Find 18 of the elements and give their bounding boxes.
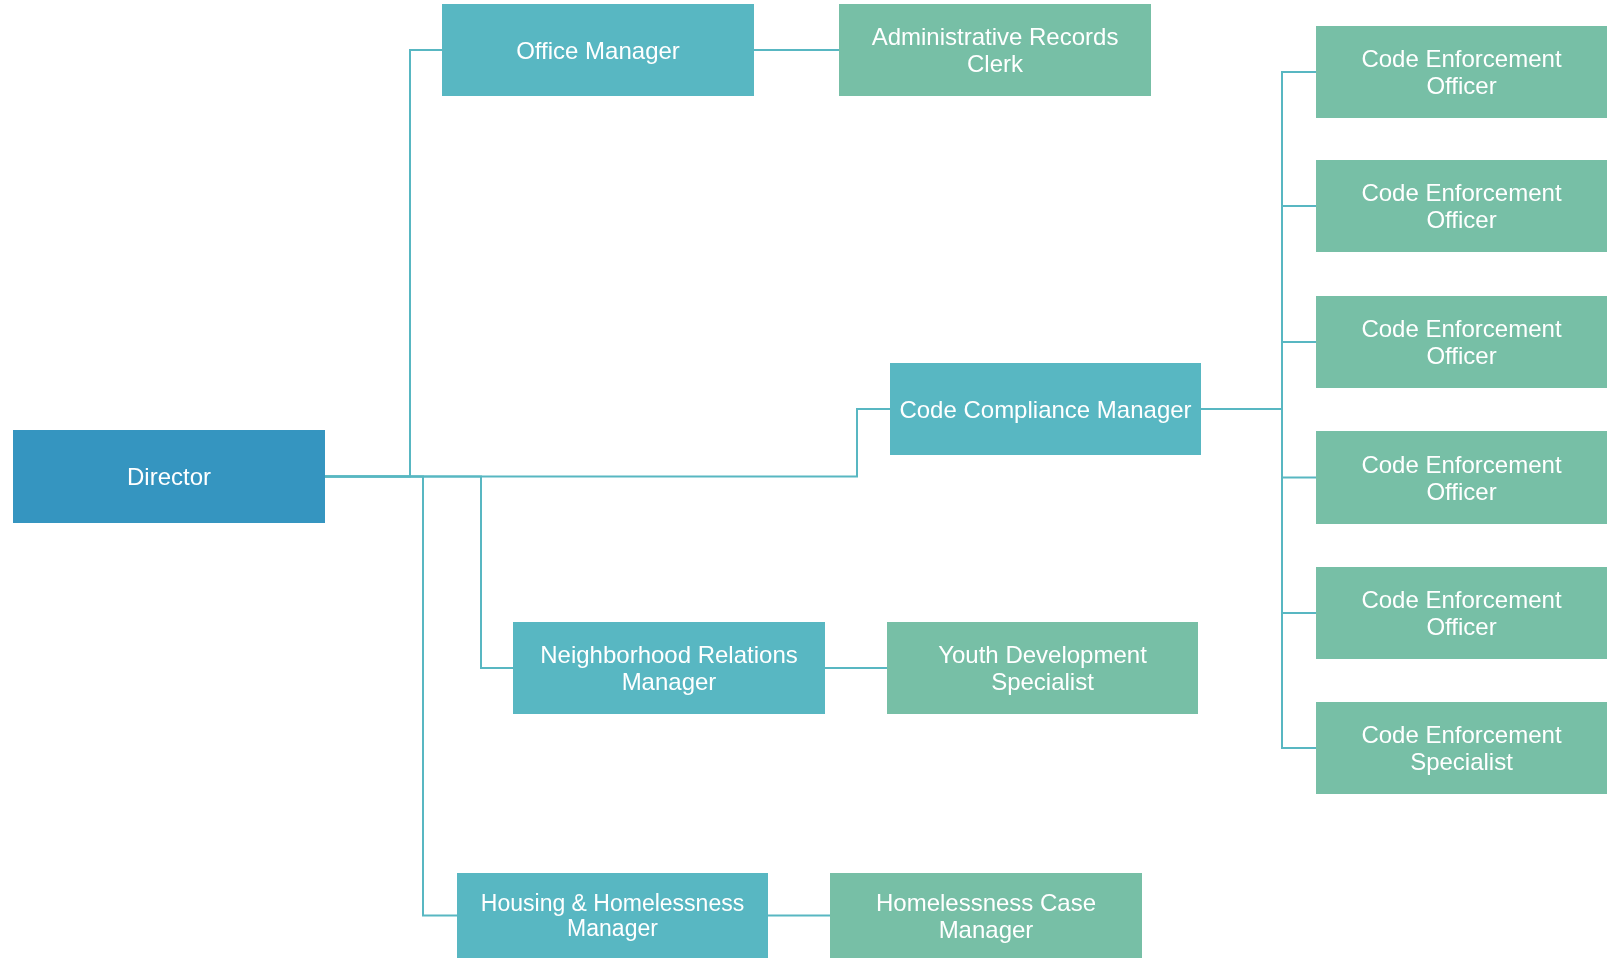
director-box: Director <box>13 430 325 523</box>
staff-box: Code Enforcement Officer <box>1316 26 1607 118</box>
staff-box: Code Enforcement Officer <box>1316 567 1607 659</box>
connector-line <box>753 49 840 51</box>
manager-box: Housing & Homelessness Manager <box>457 873 768 958</box>
manager-box: Code Compliance Manager <box>890 363 1201 455</box>
connector-line <box>767 914 831 917</box>
connector-line <box>324 475 458 917</box>
staff-box: Code Enforcement Specialist <box>1316 702 1607 794</box>
manager-box: Neighborhood Relations Manager <box>513 622 825 714</box>
connector-line <box>824 667 888 669</box>
staff-box: Code Enforcement Officer <box>1316 296 1607 388</box>
staff-box: Homelessness Case Manager <box>830 873 1142 958</box>
staff-box: Code Enforcement Officer <box>1316 431 1607 524</box>
manager-box: Office Manager <box>442 4 754 96</box>
staff-box: Code Enforcement Officer <box>1316 160 1607 252</box>
staff-box: Youth Development Specialist <box>887 622 1198 714</box>
staff-box: Administrative Records Clerk <box>839 4 1151 96</box>
